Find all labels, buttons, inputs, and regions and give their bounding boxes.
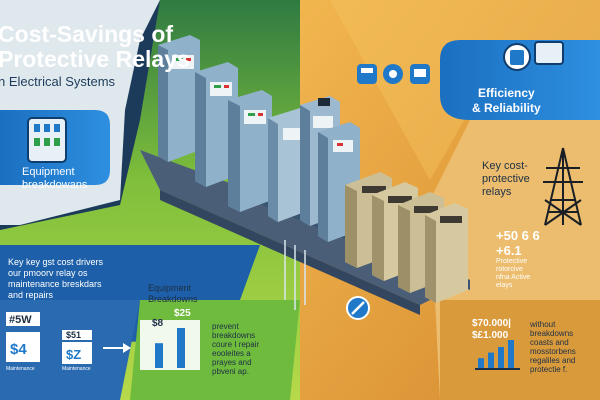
relay-beige-4 (425, 203, 468, 303)
right-bar-0 (478, 358, 484, 368)
right-bar-2 (498, 347, 504, 368)
efficiency-label: Efficiency & Reliability (472, 86, 541, 115)
mid-bar-label-0: $8 (152, 318, 164, 329)
right-bar-chart (475, 340, 520, 370)
tablet-icon (503, 41, 564, 71)
gear-icon (383, 64, 403, 84)
svg-text:Maintenance: Maintenance (62, 366, 91, 372)
equipment-mid-label: Equipment Breakdowns (148, 283, 198, 304)
calculator-icon (357, 64, 377, 84)
svg-text:$4: $4 (10, 341, 27, 358)
svg-text:Maintenance: Maintenance (6, 366, 35, 372)
relay-module-3 (228, 90, 272, 212)
savings-panel (440, 300, 600, 400)
mid-bar-chart: $8 $25 (140, 308, 200, 370)
relay-module-4 (268, 108, 310, 222)
svg-text:$Z: $Z (66, 347, 81, 362)
without-text: without breakdowns coasts and mosstorben… (530, 320, 576, 374)
wrench-icon (346, 296, 370, 320)
equipment-left-label: Equipment breakdowans (22, 166, 88, 191)
arrow-right-icon (103, 343, 131, 353)
mid-bar-1 (177, 328, 185, 368)
relay-panel-icon (27, 117, 67, 163)
svg-text:$51: $51 (66, 330, 81, 340)
relay-module-2 (195, 62, 238, 187)
stat-right: +50 6 6 +6.1 Protective rotorcive nfna A… (496, 228, 540, 289)
stat-card-2: $51 $Z Maintenance (62, 330, 92, 372)
page-subtitle: n Electrical Systems (0, 74, 116, 89)
page-title: Cost-Savings of Protective Relays (0, 21, 190, 72)
key-cost-label: Key cost- protective relays (482, 160, 530, 198)
savings-figures: $70.000| $£1.000 (472, 318, 511, 341)
right-bar-3 (508, 340, 514, 368)
cost-drivers-text: Key key gst cost drivers our pmoorv rela… (8, 257, 104, 300)
monitor-icon (410, 64, 430, 84)
mid-bar-label-1: $25 (174, 308, 191, 319)
relay-module-1 (158, 35, 200, 162)
svg-text:#5W: #5W (9, 314, 32, 326)
right-bar-1 (488, 352, 494, 368)
stat-card-1: #5W $4 Maintenance (6, 312, 40, 372)
mid-bar-0 (155, 343, 163, 368)
wire-lines (284, 240, 306, 310)
prevent-text: prevent breakdowns coure I repair eoolei… (212, 322, 260, 376)
power-tower-icon (543, 147, 583, 226)
